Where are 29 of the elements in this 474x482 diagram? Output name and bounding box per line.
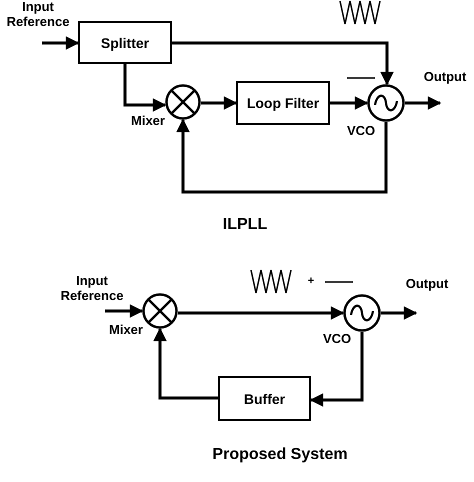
arrow: [42, 36, 80, 50]
arrow: [310, 332, 364, 407]
arrow: [124, 64, 166, 112]
block-label: Buffer: [244, 390, 286, 406]
signal-label: Output: [404, 277, 450, 292]
block-caption: Mixer: [109, 323, 143, 338]
signal-label: Output: [422, 70, 468, 85]
arrow: [330, 96, 368, 110]
diagram-caption: ILPLL: [222, 216, 268, 234]
arrow: [105, 304, 144, 318]
block-label: Splitter: [100, 34, 150, 50]
block-label: Loop Filter: [246, 95, 320, 111]
arrow: [405, 96, 442, 110]
block-caption: Mixer: [131, 114, 165, 129]
arrow: [176, 118, 388, 194]
block-caption: VCO: [347, 124, 376, 139]
signal-label: Input Reference: [60, 274, 124, 304]
process-box: [236, 81, 330, 125]
arrow: [172, 42, 394, 86]
diagram-caption: Proposed System: [211, 446, 349, 464]
signal-label: Input Reference: [6, 0, 70, 30]
signal-label: +: [306, 275, 316, 288]
arrow: [201, 96, 238, 110]
process-box: [218, 376, 311, 421]
arrow: [381, 306, 418, 320]
arrow: [153, 328, 218, 400]
arrow: [178, 306, 344, 320]
process-box: [78, 21, 172, 64]
block-caption: VCO: [323, 332, 352, 347]
